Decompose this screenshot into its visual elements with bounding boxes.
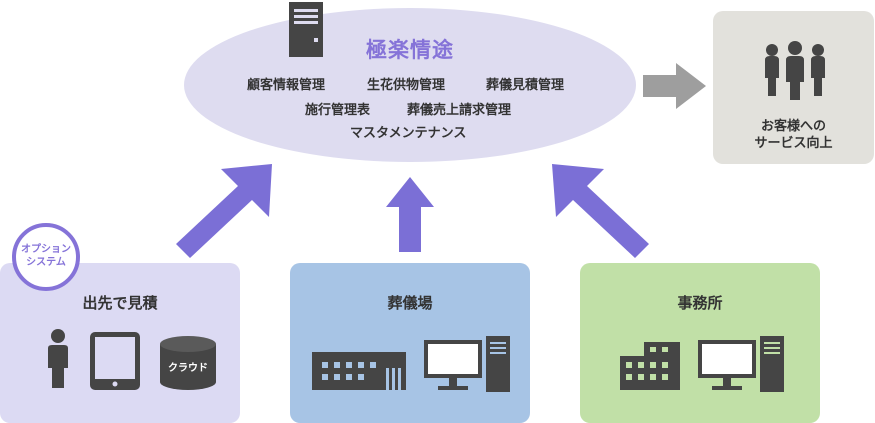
service-label-line2: サービス向上 bbox=[754, 136, 833, 151]
server-icon bbox=[289, 2, 323, 57]
mobile-estimate-label: 出先で見積 bbox=[82, 294, 158, 312]
option-system-badge: オプション システム bbox=[12, 223, 80, 291]
diagonal-arrow-right-icon bbox=[552, 164, 649, 258]
system-title: 極楽情途 bbox=[366, 38, 454, 62]
tablet-icon bbox=[90, 332, 140, 390]
feature-flowers: 生花供物管理 bbox=[367, 78, 446, 93]
service-label: お客様への サービス向上 bbox=[713, 118, 874, 152]
feature-master-maintenance: マスタメンテナンス bbox=[350, 126, 467, 141]
funeral-hall-label: 葬儀場 bbox=[387, 294, 433, 312]
hall-building-icon bbox=[312, 352, 406, 390]
feature-schedule: 施行管理表 bbox=[305, 103, 371, 118]
cloud-database-icon bbox=[160, 336, 216, 390]
diagonal-arrow-left-icon bbox=[176, 164, 272, 258]
office-building-icon bbox=[620, 342, 680, 390]
badge-line2: システム bbox=[26, 257, 66, 268]
up-arrow-icon bbox=[386, 177, 434, 252]
feature-estimate: 葬儀見積管理 bbox=[486, 78, 565, 93]
office-label: 事務所 bbox=[677, 294, 723, 312]
system-ellipse bbox=[184, 8, 636, 162]
desktop-pc-icon bbox=[424, 336, 510, 392]
right-arrow-icon bbox=[643, 63, 706, 109]
cloud-label: クラウド bbox=[168, 363, 208, 374]
feature-customer-info: 顧客情報管理 bbox=[247, 78, 326, 93]
people-icon bbox=[765, 41, 825, 100]
office-desktop-pc-icon bbox=[698, 336, 784, 392]
person-icon bbox=[48, 329, 68, 388]
feature-sales-billing: 葬儀売上請求管理 bbox=[407, 103, 512, 118]
service-label-line1: お客様への bbox=[760, 119, 826, 134]
badge-line1: オプション bbox=[21, 244, 71, 255]
